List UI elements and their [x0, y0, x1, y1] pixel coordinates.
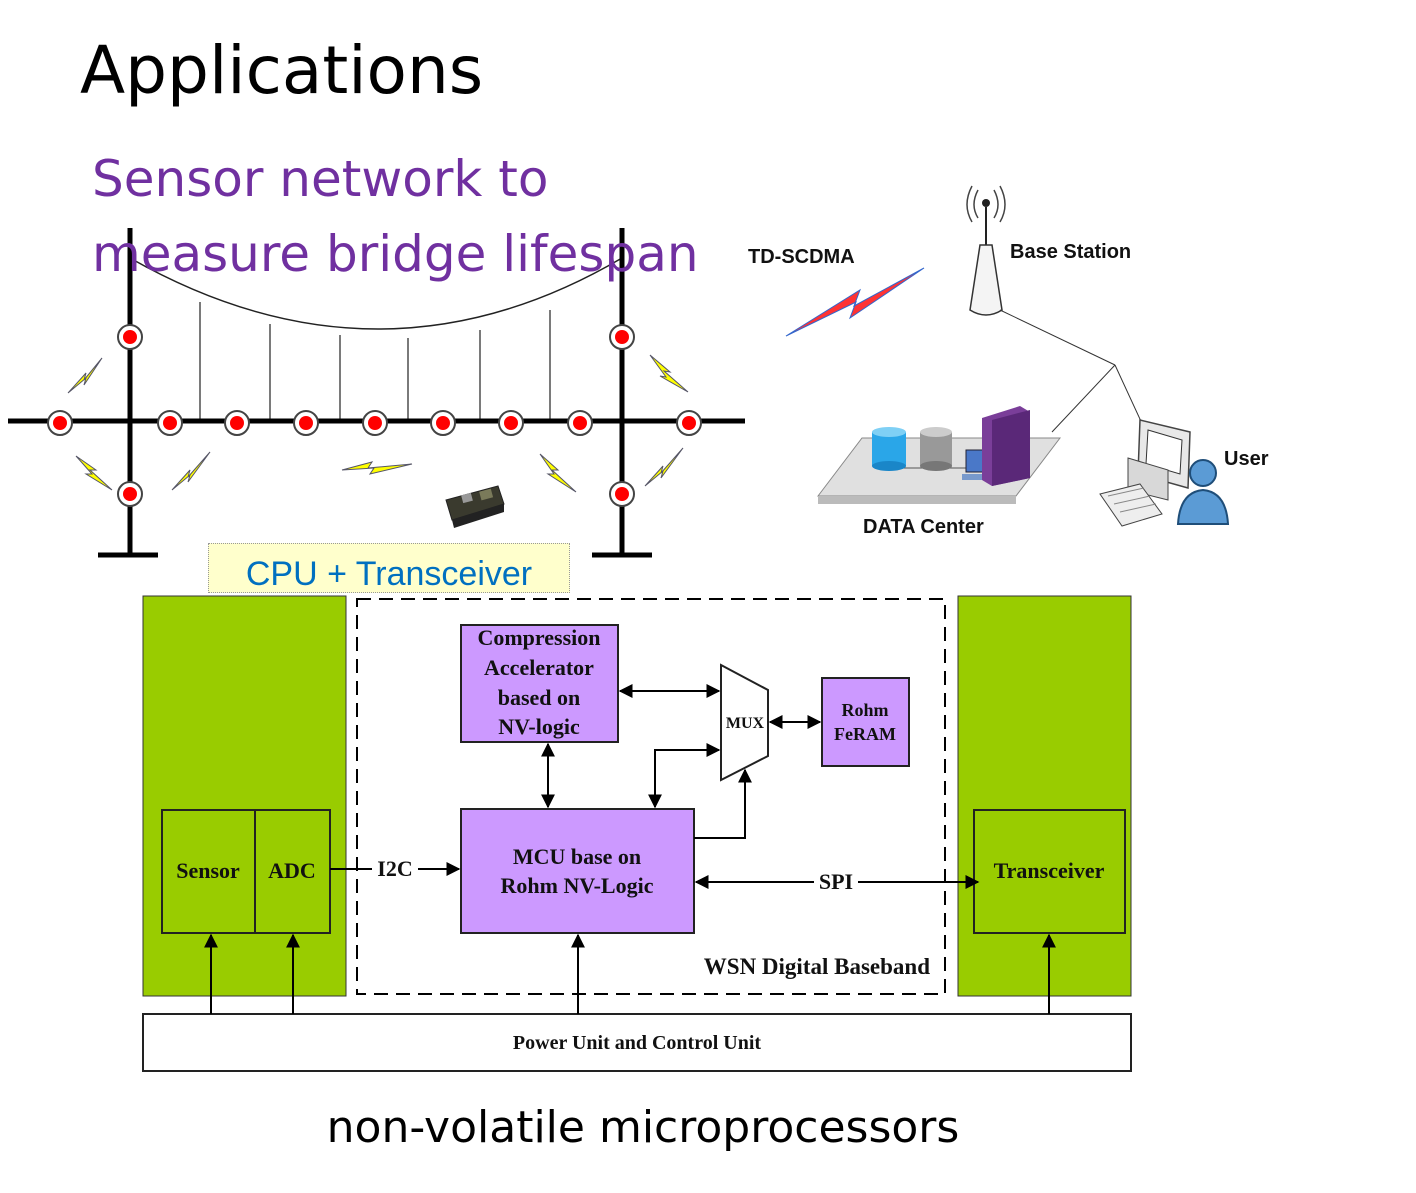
user-label: User: [1224, 448, 1269, 470]
compression-label-4: NV-logic: [498, 714, 580, 739]
server-icon: [982, 406, 1030, 486]
network-links: [999, 309, 1146, 433]
lightning-icon: [75, 455, 113, 491]
sensor-node: [609, 481, 635, 507]
user-person-icon: [1176, 459, 1230, 525]
lightning-icon: [171, 451, 211, 491]
database-icon: [872, 427, 906, 471]
wireless-signal-icons: [67, 354, 689, 493]
slide-title: Applications: [80, 32, 484, 109]
base-station-label: Base Station: [1010, 241, 1131, 263]
wsn-baseband-boundary: [356, 598, 946, 995]
subtitle-line-2: measure bridge lifespan: [92, 225, 699, 283]
slide-caption: non-volatile microprocessors: [326, 1102, 960, 1153]
sensor-node: [224, 410, 250, 436]
mux-block: [720, 663, 769, 782]
sensor-label: Sensor: [176, 858, 240, 883]
sensor-panel: [142, 595, 347, 997]
sensor-node: [430, 410, 456, 436]
user-computer-icon: [1099, 419, 1191, 527]
sensor-node: [157, 410, 183, 436]
compression-label-3: based on: [498, 685, 581, 710]
lightning-icon: [649, 354, 689, 393]
sensor-node: [117, 324, 143, 350]
feram-label-2: FeRAM: [834, 724, 896, 744]
cpu-transceiver-label: CPU + Transceiver: [208, 543, 570, 593]
mcu-mux-lower-arrow: [694, 768, 752, 839]
compression-accelerator-block: [460, 624, 619, 743]
feram-label-1: Rohm: [841, 700, 888, 720]
sensor-node: [609, 324, 635, 350]
bridge-network-illustration: TD-SCDMA Base Station: [8, 185, 1269, 558]
transceiver-label: Transceiver: [994, 858, 1105, 883]
spi-label: SPI: [819, 869, 853, 894]
baseband-label: WSN Digital Baseband: [704, 954, 930, 979]
power-control-unit-block: [142, 1013, 1132, 1072]
lightning-icon: [539, 453, 577, 493]
mux-label: MUX: [726, 715, 765, 732]
i2c-label: I2C: [377, 856, 412, 881]
mcu-label-1: MCU base on: [513, 844, 641, 869]
sensor-node: [498, 410, 524, 436]
data-center-icon: [816, 406, 1062, 504]
sensor-node: [293, 410, 319, 436]
sensor-node: [567, 410, 593, 436]
lightning-icon: [341, 461, 413, 475]
wireless-link-icon: [785, 267, 925, 337]
compression-label-2: Accelerator: [484, 655, 594, 680]
signal-arrows: [204, 684, 1056, 1014]
lightning-icon: [644, 447, 684, 487]
sensor-node: [47, 410, 73, 436]
database-icon: [920, 427, 952, 471]
mcu-block: [460, 808, 695, 934]
bridge-hangers: [199, 302, 551, 420]
data-center-label: DATA Center: [863, 516, 984, 538]
adc-label: ADC: [268, 858, 316, 883]
bridge-main-cable: [129, 257, 623, 330]
power-unit-label: Power Unit and Control Unit: [513, 1032, 762, 1054]
sensor-board-image: [445, 485, 505, 528]
sensor-block: [161, 809, 256, 934]
mcu-label-2: Rohm NV-Logic: [501, 873, 654, 898]
adc-block: [254, 809, 331, 934]
link-label: TD-SCDMA: [748, 246, 855, 268]
antenna-icon: [966, 185, 1006, 316]
transceiver-panel: [957, 595, 1132, 997]
transceiver-block: [973, 809, 1126, 934]
lightning-icon: [67, 357, 103, 394]
sensor-nodes: [47, 324, 702, 507]
sensor-node: [676, 410, 702, 436]
feram-block: [821, 677, 910, 767]
compression-label-1: Compression: [477, 625, 600, 650]
slide-subtitle: Sensor network to measure bridge lifespa…: [92, 142, 772, 292]
subtitle-line-1: Sensor network to: [92, 150, 549, 208]
sensor-node: [362, 410, 388, 436]
sensor-node: [117, 481, 143, 507]
mcu-mux-upper-arrow: [648, 743, 721, 809]
